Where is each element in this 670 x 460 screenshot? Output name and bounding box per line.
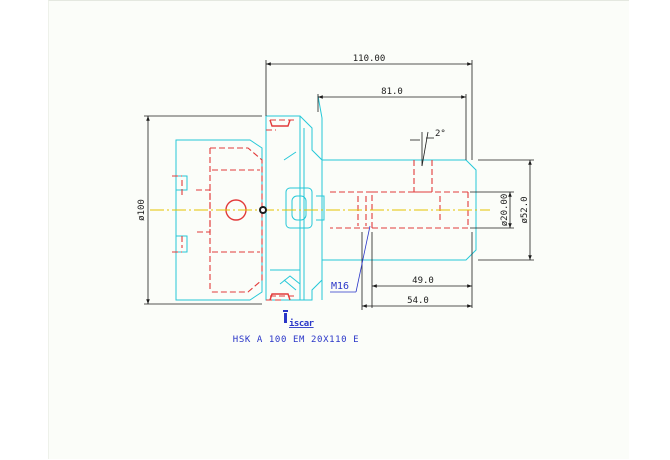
dim-overall-length: 110.00 bbox=[353, 54, 386, 64]
dim-taper-angle: 2° bbox=[435, 129, 446, 139]
drawing-sheet bbox=[48, 0, 629, 459]
brand-logo-text: iscar bbox=[289, 318, 315, 329]
dimension-lines bbox=[144, 60, 534, 310]
drawing-title: HSK A 100 EM 20X110 E bbox=[233, 335, 359, 345]
dim-bore-depth: 54.0 bbox=[407, 296, 429, 306]
label-clamp-screw: M16 bbox=[331, 281, 349, 292]
section-marks bbox=[225, 119, 291, 301]
dim-flange-diameter: ø100 bbox=[137, 199, 147, 221]
tool-holder-outline bbox=[175, 95, 477, 301]
dim-bore-diameter: ø20.00 bbox=[500, 194, 510, 227]
brand-logo: iscar bbox=[283, 310, 315, 329]
m16-leader bbox=[330, 225, 371, 293]
dim-screw-depth: 49.0 bbox=[412, 276, 434, 286]
dim-nose-diameter: ø52.0 bbox=[520, 196, 530, 223]
dim-body-length: 81.0 bbox=[381, 87, 403, 97]
center-mark bbox=[259, 206, 267, 214]
